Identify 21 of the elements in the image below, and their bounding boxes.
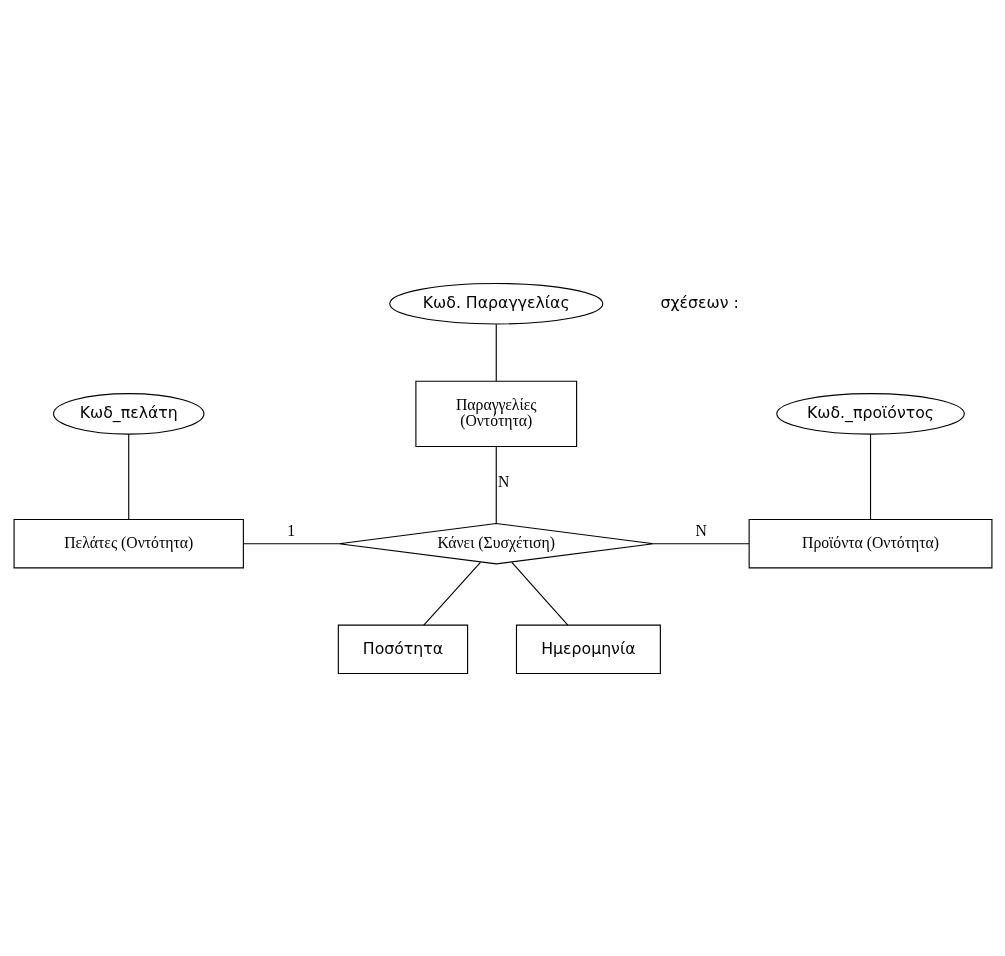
connector bbox=[510, 561, 568, 626]
node-box: Ποσότητα bbox=[337, 624, 468, 674]
node-box: Προϊόντα (Οντότητα) bbox=[748, 518, 992, 568]
node-box: Παραγγελίες (Οντότητα) bbox=[414, 380, 577, 447]
node-ellipse: Κωδ. Παραγγελίας bbox=[388, 282, 603, 324]
connector bbox=[869, 433, 871, 520]
connector bbox=[242, 542, 339, 544]
node-box: Ημερομηνία bbox=[515, 624, 661, 674]
edge-label: N bbox=[695, 521, 707, 539]
connector bbox=[127, 433, 129, 520]
connector bbox=[495, 323, 497, 381]
connector bbox=[422, 561, 481, 626]
node-diamond: Κάνει (Συσχέτιση) bbox=[337, 522, 654, 564]
edge-label: 1 bbox=[286, 521, 295, 539]
edge-label: N bbox=[497, 472, 509, 490]
connector bbox=[495, 445, 497, 524]
node-box: Πελάτες (Οντότητα) bbox=[13, 518, 244, 568]
node-ellipse: Κωδ._προϊόντος bbox=[775, 392, 965, 435]
connector bbox=[652, 542, 750, 544]
node-ellipse: Κωδ_πελάτη bbox=[52, 392, 204, 435]
label: σχέσεων : bbox=[660, 292, 739, 312]
